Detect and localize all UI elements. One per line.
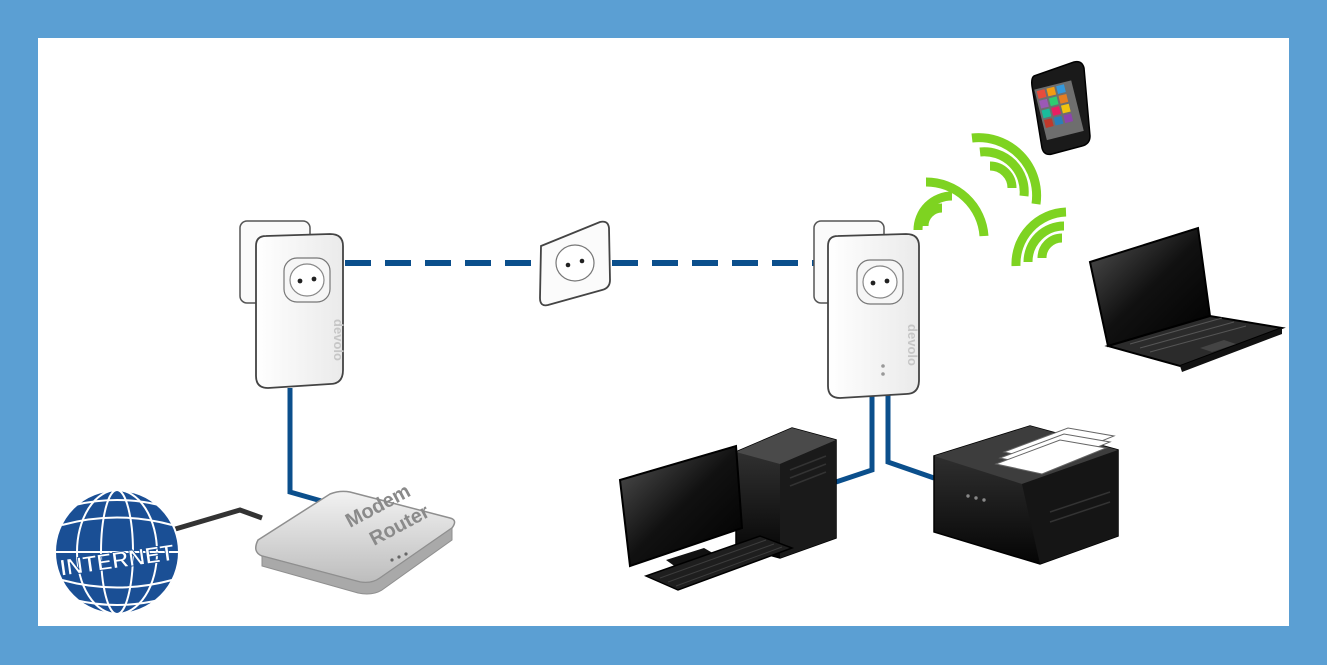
smartphone-icon <box>1031 60 1091 156</box>
adapter-brand-left: devolo <box>331 319 346 361</box>
lan-cable-pc <box>835 392 875 485</box>
cables <box>171 260 935 533</box>
adapter-brand-right: devolo <box>905 324 920 366</box>
wall-socket <box>539 220 611 307</box>
powerline-adapter-left: devolo <box>239 220 346 389</box>
desktop-computer-icon <box>618 427 837 591</box>
laptop-icon <box>1088 226 1286 372</box>
powerline-adapter-right: devolo <box>813 220 920 399</box>
internet-cable <box>171 507 263 533</box>
lan-cable-printer <box>885 392 935 481</box>
printer-icon <box>933 425 1119 565</box>
internet-globe-icon: INTERNET <box>54 489 180 615</box>
phone-app-grid <box>1034 80 1084 141</box>
lan-cable-router <box>287 388 333 507</box>
wifi-signal-icon <box>913 133 1067 267</box>
modem-router: Modem Router <box>255 480 456 595</box>
